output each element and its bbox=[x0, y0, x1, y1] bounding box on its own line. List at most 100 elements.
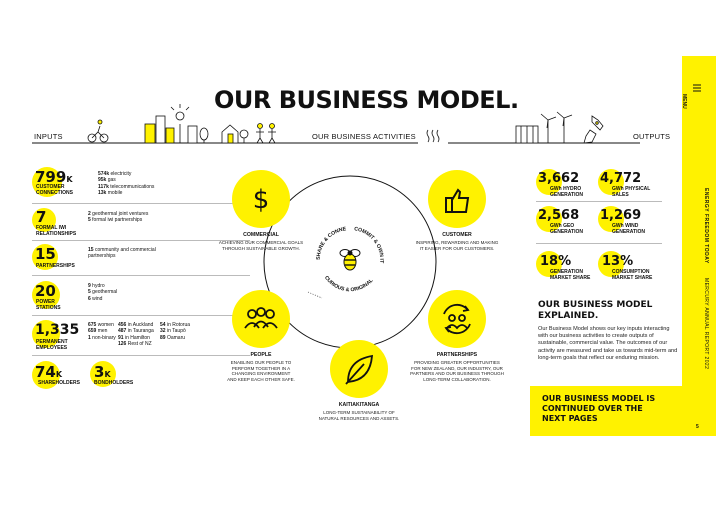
yellow-blob bbox=[536, 206, 562, 232]
customer-title: CUSTOMER bbox=[442, 232, 472, 238]
input-value: 20 bbox=[35, 282, 56, 300]
continued-text: OUR BUSINESS MODEL IS CONTINUED OVER THE… bbox=[542, 394, 656, 423]
divider bbox=[32, 275, 250, 276]
yellow-blob bbox=[536, 251, 562, 277]
output-value: 1,269 bbox=[600, 208, 642, 223]
input-label: POWER STATIONS bbox=[36, 299, 61, 311]
yellow-blob bbox=[598, 251, 624, 277]
partnership-icon bbox=[443, 303, 471, 335]
skyline-illustration bbox=[32, 104, 640, 144]
divider bbox=[536, 201, 662, 202]
people-circle bbox=[232, 290, 290, 348]
inputs-header: INPUTS bbox=[34, 132, 63, 141]
output-value: 18% bbox=[540, 254, 572, 269]
yellow-blob bbox=[32, 361, 60, 389]
bee-icon bbox=[339, 249, 361, 271]
commercial-circle: $ bbox=[232, 170, 290, 228]
input-details: 574k electricity 95k gas 117k telecommun… bbox=[98, 171, 155, 197]
output-label: GWh PHYSICAL SALES bbox=[612, 186, 651, 198]
divider bbox=[32, 240, 250, 241]
activities-header: OUR BUSINESS ACTIVITIES bbox=[312, 132, 416, 141]
input-details: 15 community and commercial partnerships bbox=[88, 247, 156, 260]
continued-callout: OUR BUSINESS MODEL IS CONTINUED OVER THE… bbox=[530, 386, 682, 436]
yellow-blob bbox=[32, 320, 60, 348]
kaitiakitanga-circle bbox=[330, 340, 388, 398]
commercial-title: COMMERCIAL bbox=[243, 232, 279, 238]
divider bbox=[32, 315, 250, 316]
wind-turbine-icon bbox=[540, 111, 573, 143]
input-details: 2 geothermal joint ventures 5 formal iwi… bbox=[88, 211, 149, 224]
section-title: ENERGY FREEDOM TODAY bbox=[703, 188, 709, 264]
thumbs-up-icon bbox=[445, 188, 470, 213]
yellow-blob bbox=[536, 169, 562, 195]
output-value: 13% bbox=[602, 254, 634, 269]
output-label: GWh WIND GENERATION bbox=[612, 223, 645, 235]
yellow-blob bbox=[90, 361, 116, 387]
input-value: 1,335 bbox=[35, 322, 80, 338]
cyclist-icon bbox=[87, 119, 109, 143]
divider bbox=[536, 243, 662, 244]
input-value: 15 bbox=[35, 245, 56, 263]
input-value: 799K bbox=[35, 168, 73, 186]
dollar-icon: $ bbox=[253, 185, 270, 215]
new-zealand-map-icon bbox=[583, 115, 604, 144]
partnerships-circle bbox=[428, 290, 486, 348]
output-label: GENERATION MARKET SHARE bbox=[550, 269, 591, 281]
yellow-blob bbox=[598, 169, 624, 195]
output-label: GWh GEO GENERATION bbox=[550, 223, 583, 235]
yellow-blob bbox=[32, 167, 62, 197]
partnerships-title: PARTNERSHIPS bbox=[436, 352, 478, 358]
page-title: OUR BUSINESS MODEL. bbox=[214, 86, 519, 114]
output-label: CONSUMPTION MARKET SHARE bbox=[612, 269, 653, 281]
bondholders-value: 3K bbox=[94, 363, 111, 381]
shareholders-label: SHAREHOLDERS bbox=[38, 380, 80, 386]
explain-body: Our Business Model shows our key inputs … bbox=[538, 326, 678, 361]
shareholders-value: 74K bbox=[35, 363, 63, 381]
divider bbox=[32, 203, 250, 204]
employee-gender-details: 675 women 659 men 1 non-binary bbox=[88, 322, 116, 341]
value-curious-original: CURIOUS & ORIGINAL bbox=[323, 275, 375, 293]
value-commit-own: COMMIT & OWN IT bbox=[354, 226, 385, 264]
bondholders-label: BONDHOLDERS bbox=[94, 380, 134, 386]
output-value: 3,662 bbox=[538, 171, 580, 186]
divider bbox=[32, 355, 250, 356]
yellow-blob bbox=[598, 206, 624, 232]
house-icon bbox=[221, 124, 249, 144]
svg-text:$: $ bbox=[253, 185, 270, 215]
kaitiakitanga-title: KAITIAKITANGA bbox=[338, 402, 380, 408]
input-label: PARTNERSHIPS bbox=[36, 263, 75, 269]
people-title: PEOPLE bbox=[250, 352, 272, 358]
output-label: GWh HYDRO GENERATION bbox=[550, 186, 583, 198]
leaf-icon bbox=[345, 354, 373, 385]
city-buildings-icon bbox=[144, 104, 209, 144]
values-emblem: SHARE & CONNECT COMMIT & OWN IT CURIOUS … bbox=[304, 214, 385, 293]
outputs-header: OUTPUTS bbox=[633, 132, 671, 141]
dam-icon bbox=[515, 125, 539, 144]
yellow-blob bbox=[32, 244, 58, 270]
input-label: CUSTOMER CONNECTIONS bbox=[36, 184, 73, 196]
input-details: 9 hydro 5 geothermal 6 wind bbox=[88, 283, 118, 302]
employee-location-details: 456 in Auckland 487 in Tauranga 91 in Ha… bbox=[118, 322, 154, 348]
explain-heading: OUR BUSINESS MODEL EXPLAINED. bbox=[538, 300, 653, 321]
yellow-blob bbox=[32, 281, 60, 309]
input-label: PERMANENT EMPLOYEES bbox=[36, 339, 68, 351]
output-value: 2,568 bbox=[538, 208, 580, 223]
menu-link[interactable]: MENU bbox=[681, 94, 687, 109]
employee-location-details: 54 in Rotorua 32 in Taupō 89 Oamaru bbox=[160, 322, 191, 341]
customer-circle bbox=[428, 170, 486, 228]
report-title: MERCURY ANNUAL REPORT 2022 bbox=[703, 278, 709, 370]
hamburger-menu-icon[interactable] bbox=[692, 84, 702, 92]
page-number: 5 bbox=[696, 424, 699, 430]
people-icon bbox=[244, 307, 278, 329]
family-icon bbox=[256, 123, 276, 144]
side-nav-bar bbox=[682, 56, 716, 436]
input-value: 7 bbox=[36, 208, 47, 226]
input-label: FORMAL IWI RELATIONSHIPS bbox=[36, 225, 77, 237]
yellow-blob bbox=[32, 208, 56, 232]
